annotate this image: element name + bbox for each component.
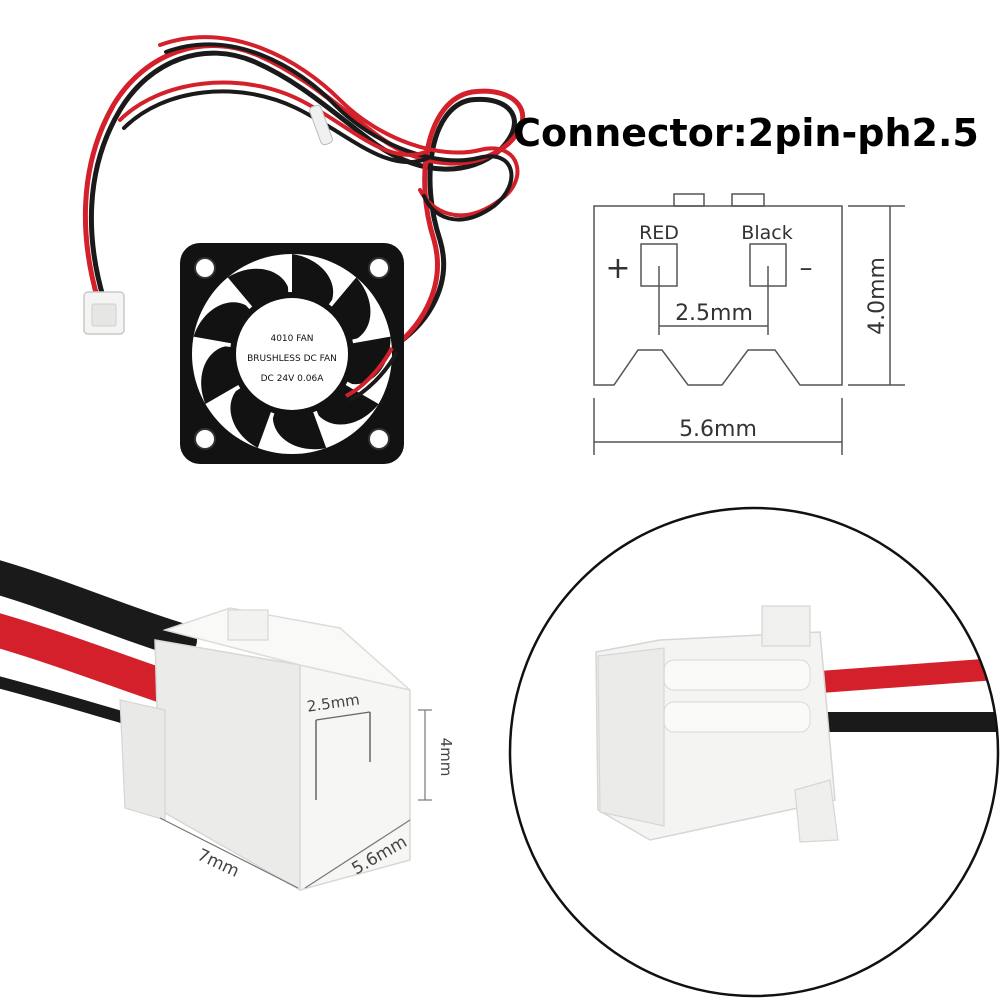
plus-sign: + bbox=[605, 251, 630, 286]
mount-hole-tl bbox=[194, 257, 216, 279]
pitch-label: 2.5mm bbox=[675, 301, 753, 326]
black-wire-loop bbox=[164, 42, 514, 222]
pin-label-black: Black bbox=[741, 222, 792, 244]
fan-label-line2: BRUSHLESS DC FAN bbox=[247, 354, 337, 364]
connector-outline bbox=[593, 205, 843, 386]
black-wire-loop-2 bbox=[122, 89, 430, 165]
minus-sign: – bbox=[800, 253, 813, 283]
photo-red-wire bbox=[0, 613, 192, 707]
height-label: 4.0mm bbox=[865, 257, 890, 335]
title: Connector:2pin-ph2.5 bbox=[513, 111, 979, 155]
photo-length-line bbox=[159, 817, 299, 889]
mount-hole-bl bbox=[194, 428, 216, 450]
fan-wire-black bbox=[349, 351, 399, 402]
fan-label-line1: 4010 FAN bbox=[270, 334, 313, 344]
fan-cable bbox=[82, 35, 526, 351]
photo-black-wire bbox=[0, 560, 197, 657]
fan-label-line3: DC 24V 0.06A bbox=[261, 374, 325, 384]
photo-flange bbox=[119, 699, 166, 821]
red-wire-loop-2 bbox=[118, 80, 432, 157]
photo-housing-top bbox=[162, 607, 411, 691]
mount-hole-tr bbox=[368, 257, 390, 279]
red-wire-loop bbox=[158, 35, 520, 218]
photo-latch bbox=[227, 609, 269, 641]
closeup-ridge-bottom bbox=[663, 701, 811, 733]
closeup-front-face bbox=[597, 647, 665, 827]
connector-diagram bbox=[593, 193, 905, 455]
closeup-ridge-top bbox=[663, 659, 811, 691]
cable-tie bbox=[309, 104, 333, 146]
fan-hub-label bbox=[236, 298, 348, 410]
mount-hole-br bbox=[368, 428, 390, 450]
top-latch-left bbox=[673, 193, 705, 207]
closeup-red-wire bbox=[819, 657, 998, 693]
connector-photo bbox=[119, 607, 432, 892]
closeup-circle-border bbox=[508, 506, 1000, 998]
cable-end-connector bbox=[83, 291, 125, 335]
closeup-view bbox=[508, 506, 1000, 998]
fan-wire-red bbox=[345, 347, 394, 398]
pin-label-red: RED bbox=[639, 222, 679, 244]
top-latch-right bbox=[731, 193, 765, 207]
connector-diagram-labels: RED Black + – 2.5mm 4.0mm 5.6mm bbox=[605, 222, 890, 442]
fan: 4010 FAN BRUSHLESS DC FAN DC 24V 0.06A bbox=[180, 243, 404, 464]
closeup-flange bbox=[794, 779, 839, 843]
photo-pitch-line bbox=[315, 711, 371, 721]
closeup-latch bbox=[761, 605, 811, 647]
width-label: 5.6mm bbox=[679, 417, 757, 442]
photo-width-line bbox=[304, 819, 411, 889]
photo-height-label: 4mm bbox=[437, 738, 455, 777]
